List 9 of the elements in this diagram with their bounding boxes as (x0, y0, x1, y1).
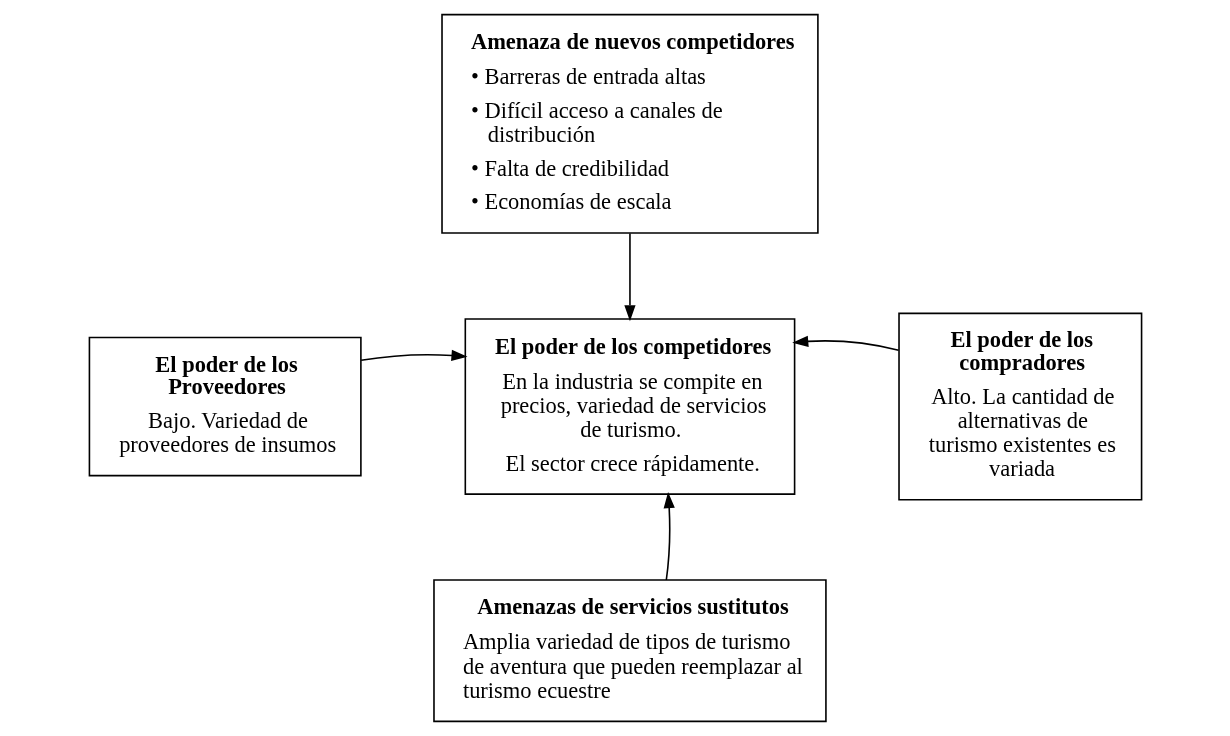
node-box: El poder de los Proveedores Bajo. Variedad de proveedores de insumos (88, 336, 362, 477)
node-box: Amenaza de nuevos competidores • Barreras de entrada altas • Difícil acceso a canales de distribución • Falta de credibilidad • Economías de escala (440, 13, 819, 234)
arrow (359, 349, 468, 362)
node-box: El poder de los competidores En la industria se compite en precios, variedad de servicios de turismo. El sector crece rápidamente. (464, 318, 795, 495)
arrow (791, 335, 899, 352)
node-box: Amenazas de servicios sustitutos Amplia variedad de tipos de turismo de aventura que pueden reemplazar al turismo ecuestre (432, 579, 827, 723)
arrow (623, 232, 636, 322)
arrow (663, 492, 675, 581)
node-box: El poder de los compradores Alto. La cantidad de alternativas de turismo existentes es variada (897, 312, 1142, 501)
